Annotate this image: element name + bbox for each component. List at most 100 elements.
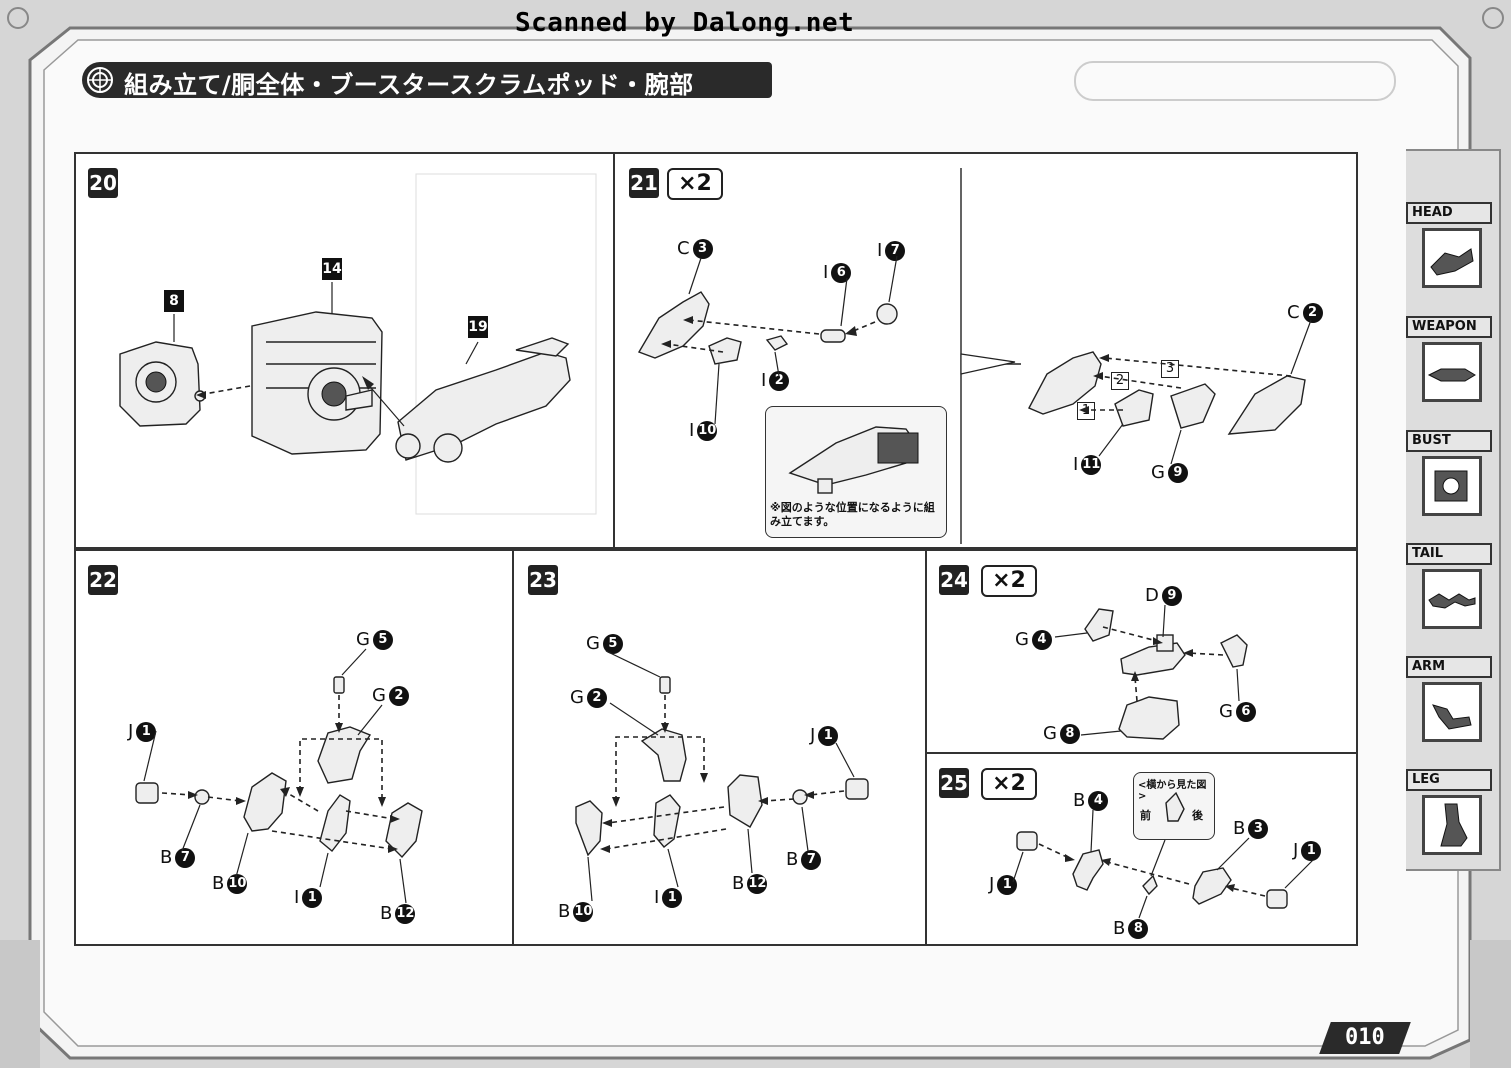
part-number: 12	[395, 903, 416, 924]
note-diagram	[788, 426, 919, 494]
page-number: 010	[1319, 1022, 1411, 1054]
part-number: 1	[302, 887, 323, 908]
arm-thumbnail-icon	[1422, 682, 1482, 742]
runner-letter: G	[372, 685, 386, 706]
runner-letter: B	[212, 873, 225, 894]
runner-letter: C	[1287, 302, 1300, 323]
tab-arm-label: ARM	[1406, 656, 1492, 678]
runner-letter: B	[160, 847, 173, 868]
step-21-panel: 21 ×2 C3 I7 I6 I2 I10 C2 I11 G9 1 2 3 ※図…	[613, 152, 1358, 549]
step-number: 21	[629, 168, 659, 198]
tab-weapon-label: WEAPON	[1406, 316, 1492, 338]
part-number: 2	[388, 685, 409, 706]
runner-letter: C	[677, 238, 690, 259]
side-view-box: <横から見た図> 前 後	[1133, 772, 1215, 840]
part-number: 2	[769, 370, 790, 391]
weapon-thumbnail-icon	[1422, 342, 1482, 402]
runner-letter: I	[294, 887, 300, 908]
step-number: 20	[88, 168, 118, 198]
part-number: 1	[818, 725, 839, 746]
part-number: 1	[1301, 840, 1322, 861]
title-bar: 組み立て/胴全体・ブースタースクラムポッド・腕部	[82, 62, 772, 99]
part-number: 10	[697, 420, 718, 441]
runner-letter: I	[823, 262, 829, 283]
step-number: 22	[88, 565, 118, 595]
tab-weapon[interactable]: WEAPON	[1406, 316, 1492, 416]
runner-letter: B	[1073, 790, 1086, 811]
runner-letter: G	[1043, 723, 1057, 744]
scan-credit: Scanned by Dalong.net	[515, 8, 855, 38]
tab-tail[interactable]: TAIL	[1406, 543, 1492, 643]
side-view-diagram	[1165, 791, 1185, 822]
part-number: 14	[322, 258, 342, 280]
side-view-title: <横から見た図>	[1138, 780, 1207, 802]
gear-icon	[87, 67, 113, 93]
part-number: 1	[662, 887, 683, 908]
part-number: 7	[885, 240, 906, 261]
part-number: 7	[175, 847, 196, 868]
back-label: 後	[1192, 809, 1203, 822]
bust-thumbnail-icon	[1422, 456, 1482, 516]
step-20-panel: 20 8 14 19	[74, 152, 615, 549]
tab-bust[interactable]: BUST	[1406, 430, 1492, 530]
step-21-diagram	[637, 168, 1312, 544]
runner-letter: G	[356, 629, 370, 650]
runner-letter: G	[586, 633, 600, 654]
runner-letter: J	[810, 725, 816, 746]
tab-leg-label: LEG	[1406, 769, 1492, 791]
step-20-diagram	[119, 173, 597, 515]
tab-arm[interactable]: ARM	[1406, 656, 1492, 756]
runner-letter: B	[1113, 918, 1126, 939]
part-number: 10	[573, 901, 594, 922]
runner-letter: I	[761, 370, 767, 391]
step-25-diagram	[1012, 809, 1314, 919]
runner-letter: B	[1233, 818, 1246, 839]
part-number: 7	[801, 849, 822, 870]
runner-letter: B	[732, 873, 745, 894]
order-number: 2	[1111, 372, 1129, 390]
position-note-box: ※図のような位置になるように組み立てます。	[765, 406, 947, 538]
front-label: 前	[1140, 809, 1151, 822]
runner-letter: I	[689, 420, 695, 441]
part-number: 4	[1088, 790, 1109, 811]
multiplier-badge: ×2	[981, 768, 1037, 800]
runner-letter: G	[1015, 629, 1029, 650]
part-number: 6	[1235, 701, 1256, 722]
part-number: 1	[136, 721, 157, 742]
runner-letter: I	[1073, 454, 1079, 475]
step-number: 25	[939, 768, 969, 798]
multiplier-badge: ×2	[981, 565, 1037, 597]
part-number: 1	[997, 874, 1018, 895]
leg-thumbnail-icon	[1422, 795, 1482, 855]
step-number: 24	[939, 565, 969, 595]
tab-tail-label: TAIL	[1406, 543, 1492, 565]
page-number-text: 010	[1345, 1025, 1385, 1050]
part-number: 8	[1128, 918, 1149, 939]
runner-letter: B	[380, 903, 393, 924]
tab-leg[interactable]: LEG	[1406, 769, 1492, 869]
part-number: 6	[831, 262, 852, 283]
tab-head[interactable]: HEAD	[1406, 202, 1492, 302]
